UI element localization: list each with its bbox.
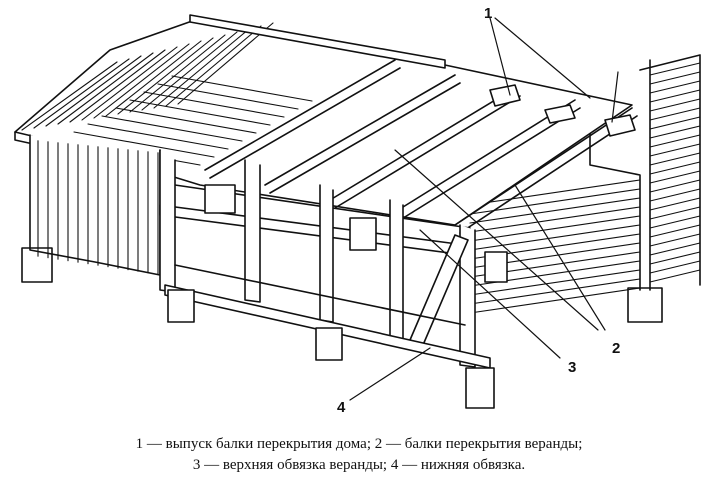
foundation-block-left <box>21 247 53 283</box>
callout-1: 1 <box>484 5 492 22</box>
caption-line-2: 3 — верхняя обвязка веранды; 4 — нижняя … <box>192 457 526 473</box>
roof-corrugation <box>93 43 190 119</box>
siding-line <box>649 71 701 85</box>
roof-corrugation <box>165 25 262 107</box>
roof-corrugation <box>81 46 178 121</box>
roof-corrugation <box>153 28 250 109</box>
siding-line <box>649 224 701 238</box>
roof-batten <box>101 115 243 142</box>
siding-line <box>649 107 701 121</box>
roof-corrugation <box>69 49 166 123</box>
siding-line <box>649 269 701 283</box>
siding-line <box>469 179 641 206</box>
joist-edge <box>334 95 521 209</box>
siding-line <box>649 251 701 265</box>
posts <box>159 149 476 368</box>
siding-line <box>649 143 701 157</box>
joist-edge <box>399 107 581 221</box>
caption-line-1: 1 — выпуск балки перекрытия дома; 2 — ба… <box>135 436 583 452</box>
siding-line <box>649 233 701 247</box>
leader-lines <box>349 17 619 401</box>
siding-line <box>649 80 701 94</box>
house-foundation-block <box>627 287 663 323</box>
roof-batten <box>73 131 215 158</box>
roof-corrugation <box>105 40 202 117</box>
roof-batten <box>143 91 285 118</box>
siding-line <box>649 62 701 76</box>
siding-line <box>469 197 641 224</box>
roof-batten <box>157 83 299 110</box>
siding-line <box>649 134 701 148</box>
siding-line <box>469 188 641 215</box>
siding-line <box>649 170 701 184</box>
roof-batten <box>171 75 313 102</box>
siding-line <box>649 152 701 166</box>
veranda-construction-drawing: 1 2 3 4 <box>14 5 701 416</box>
roof-batten <box>115 107 257 134</box>
roof-corrugation <box>45 55 142 127</box>
house-wall <box>469 54 701 323</box>
siding-line <box>649 98 701 112</box>
siding-line <box>649 260 701 274</box>
callouts: 1 2 3 4 <box>337 5 620 416</box>
siding-line <box>469 206 641 233</box>
roof-batten <box>129 99 271 126</box>
siding-line <box>649 188 701 202</box>
roof-corrugation <box>129 34 226 113</box>
roof-corrugation <box>141 31 238 111</box>
siding-line <box>469 215 641 242</box>
siding-line <box>649 116 701 130</box>
side-wall <box>21 134 161 283</box>
siding-line <box>469 287 641 314</box>
roof-corrugation <box>57 52 154 125</box>
roof-corrugation <box>21 61 118 131</box>
joist-edge <box>209 67 401 179</box>
siding-line <box>649 125 701 139</box>
joist-edge <box>459 115 638 234</box>
siding-line <box>649 197 701 211</box>
siding-line <box>469 269 641 296</box>
callout-3: 3 <box>568 359 576 376</box>
siding-line <box>649 161 701 175</box>
callout-4: 4 <box>337 399 346 416</box>
joist-edge <box>269 82 461 194</box>
joist-edge <box>329 87 516 201</box>
roof-corrugation <box>33 58 130 129</box>
roof-corrugation <box>117 37 214 115</box>
joist-edge <box>394 99 576 213</box>
siding-line <box>649 206 701 220</box>
siding-line <box>649 215 701 229</box>
siding-line <box>469 224 641 251</box>
roof-batten <box>87 123 229 150</box>
siding-line <box>649 179 701 193</box>
foundation-blocks <box>167 184 508 409</box>
veranda-joists <box>204 59 638 234</box>
joist-edge <box>204 59 396 171</box>
figure-caption: 1 — выпуск балки перекрытия дома; 2 — ба… <box>0 434 718 476</box>
joist-edge <box>264 74 456 186</box>
joist-edge <box>454 107 633 226</box>
siding-line <box>649 89 701 103</box>
callout-2: 2 <box>612 340 620 357</box>
siding-line <box>649 242 701 256</box>
